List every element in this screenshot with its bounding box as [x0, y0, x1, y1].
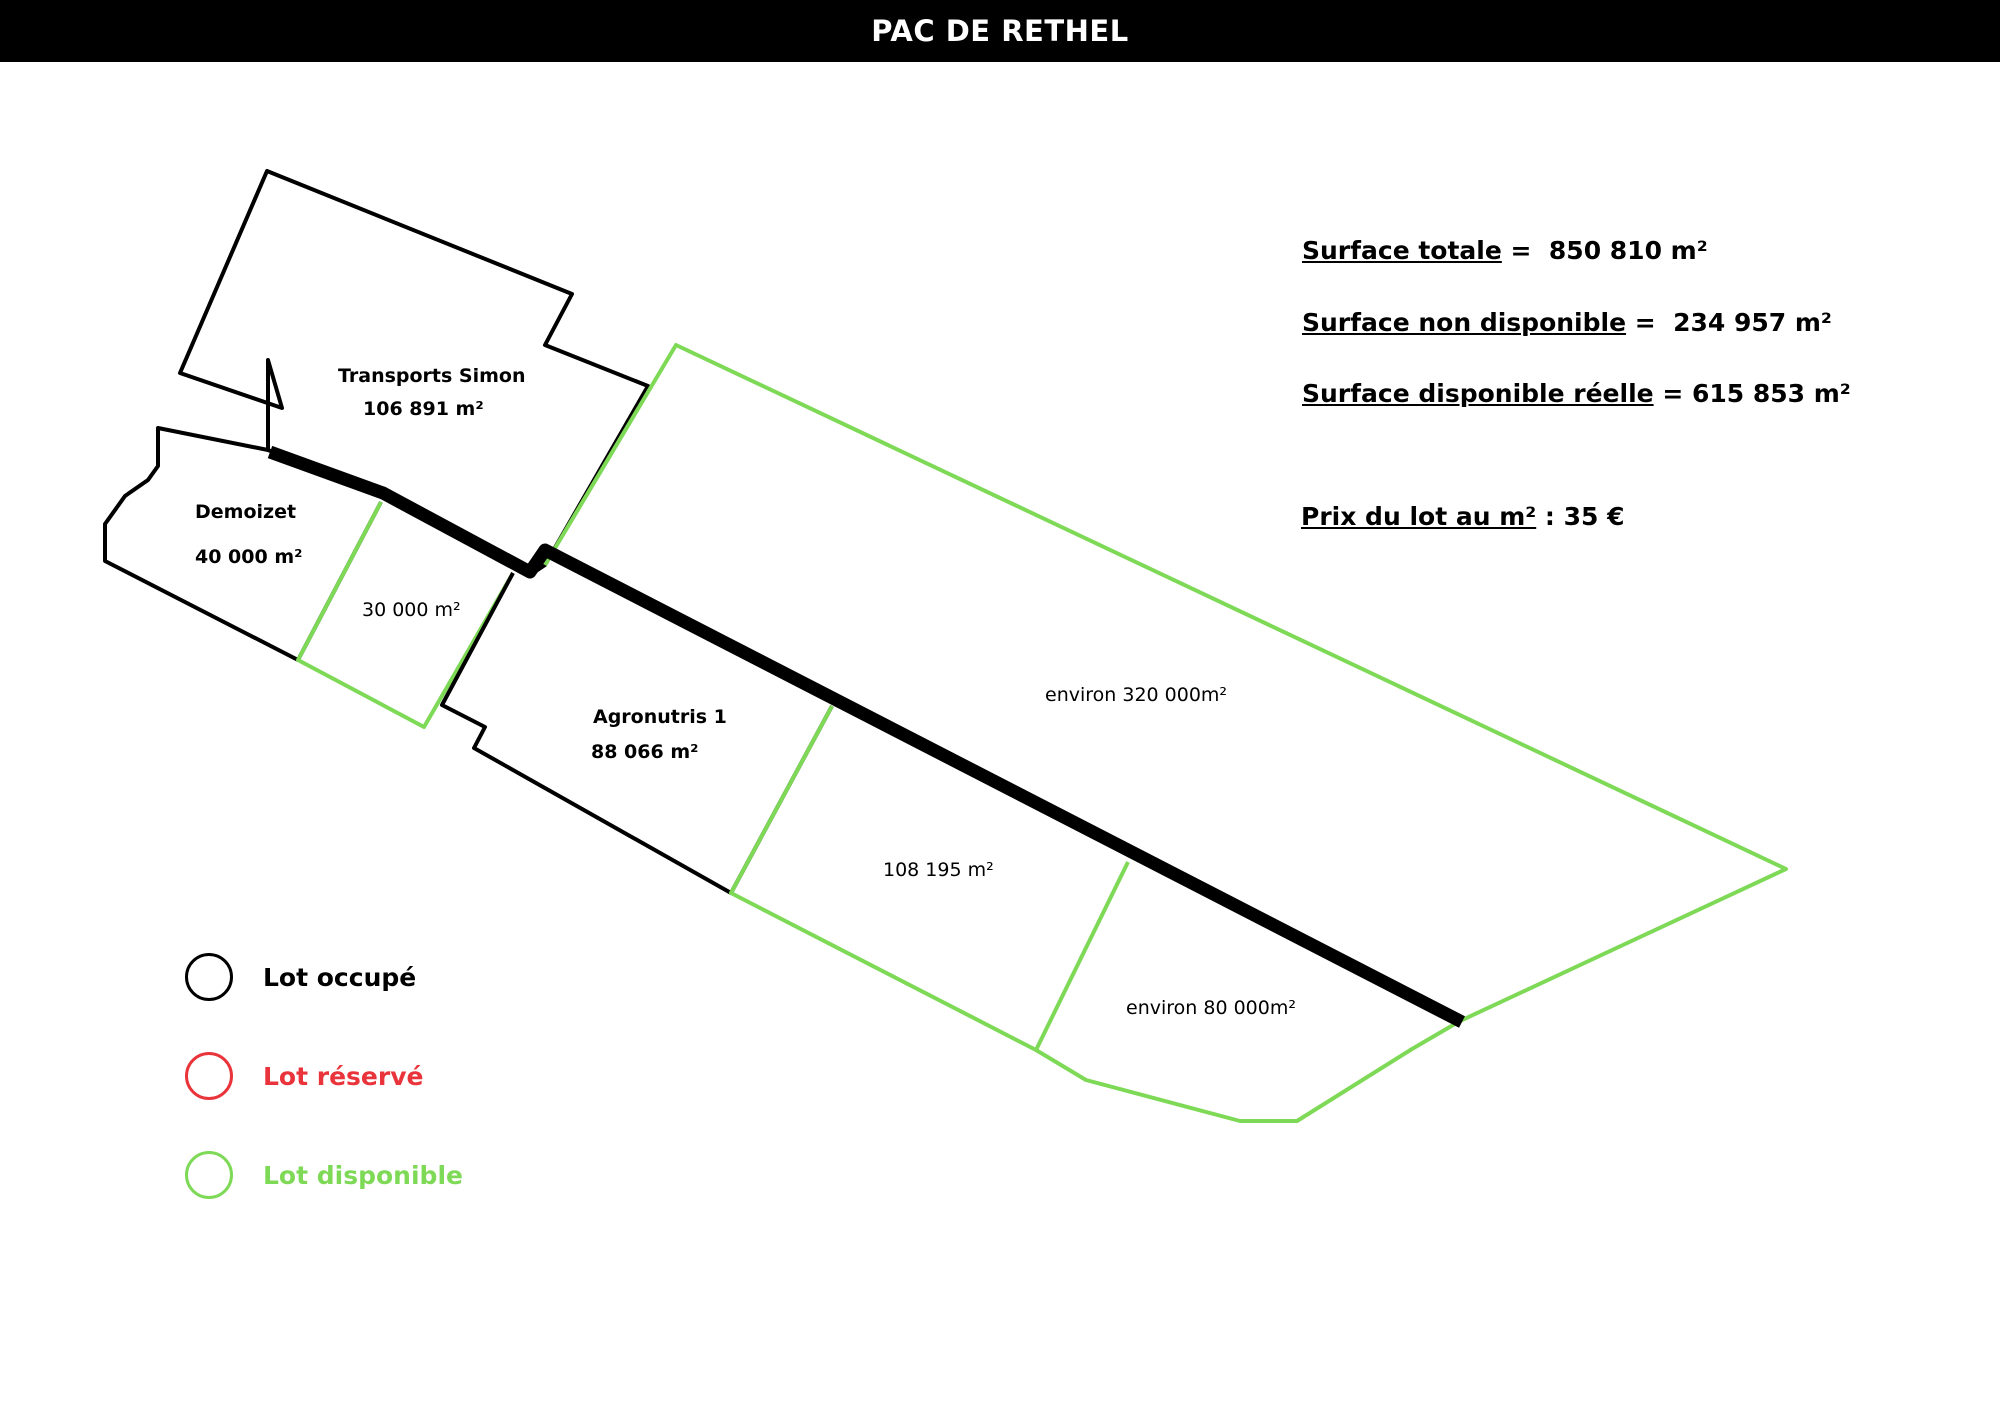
stat-total-value: = 850 810 m²: [1501, 236, 1708, 265]
lot-108195-outline[interactable]: [729, 705, 1130, 1052]
lot-80000-outline[interactable]: [1034, 1019, 1462, 1123]
title-bar: PAC DE RETHEL: [0, 0, 2000, 62]
main-road: [267, 445, 1465, 1028]
stat-surface-non-disponible: Surface non disponible = 234 957 m²: [1302, 308, 1832, 337]
legend-label: Lot occupé: [263, 962, 417, 992]
lot-80000-area: environ 80 000m²: [1126, 997, 1296, 1019]
lot-320000-area: environ 320 000m²: [1045, 684, 1228, 706]
stat-total-label: Surface totale: [1302, 236, 1502, 265]
legend-ring-icon: [185, 1151, 233, 1199]
legend-ring-icon: [185, 953, 233, 1001]
lot-agronutris-outline[interactable]: [440, 572, 834, 895]
lot-agronutris-name: Agronutris 1: [593, 706, 727, 728]
stat-non-dispo-label: Surface non disponible: [1302, 308, 1627, 337]
legend-ring-icon: [185, 1052, 233, 1100]
stat-surface-totale: Surface totale = 850 810 m²: [1302, 236, 1708, 265]
lot-agronutris-area: 88 066 m²: [591, 741, 699, 763]
legend-item-available: Lot disponible: [185, 1151, 463, 1199]
stat-surface-disponible: Surface disponible réelle = 615 853 m²: [1302, 379, 1851, 408]
lot-transports-simon-name: Transports Simon: [338, 365, 526, 387]
lot-30000-area: 30 000 m²: [362, 599, 461, 621]
lot-demoizet-area: 40 000 m²: [195, 546, 303, 568]
stat-prix-label: Prix du lot au m²: [1301, 502, 1537, 531]
legend-label: Lot disponible: [263, 1160, 463, 1190]
stat-dispo-label: Surface disponible réelle: [1302, 379, 1654, 408]
legend-item-occupied: Lot occupé: [185, 953, 416, 1001]
stat-non-dispo-value: = 234 957 m²: [1626, 308, 1832, 337]
stat-dispo-value: = 615 853 m²: [1653, 379, 1851, 408]
legend-label: Lot réservé: [263, 1061, 424, 1091]
lot-transports-simon-area: 106 891 m²: [363, 398, 484, 420]
lot-demoizet-outline[interactable]: [103, 426, 383, 662]
page-title: PAC DE RETHEL: [871, 14, 1129, 48]
lot-108195-area: 108 195 m²: [883, 859, 994, 881]
lot-demoizet-name: Demoizet: [195, 501, 297, 523]
lot-320000-outline[interactable]: [543, 343, 1788, 1023]
stat-prix-value: : 35 €: [1536, 502, 1625, 531]
stat-prix-lot: Prix du lot au m² : 35 €: [1301, 502, 1625, 531]
legend-item-reserved: Lot réservé: [185, 1052, 423, 1100]
lot-30000-outline[interactable]: [296, 501, 515, 729]
